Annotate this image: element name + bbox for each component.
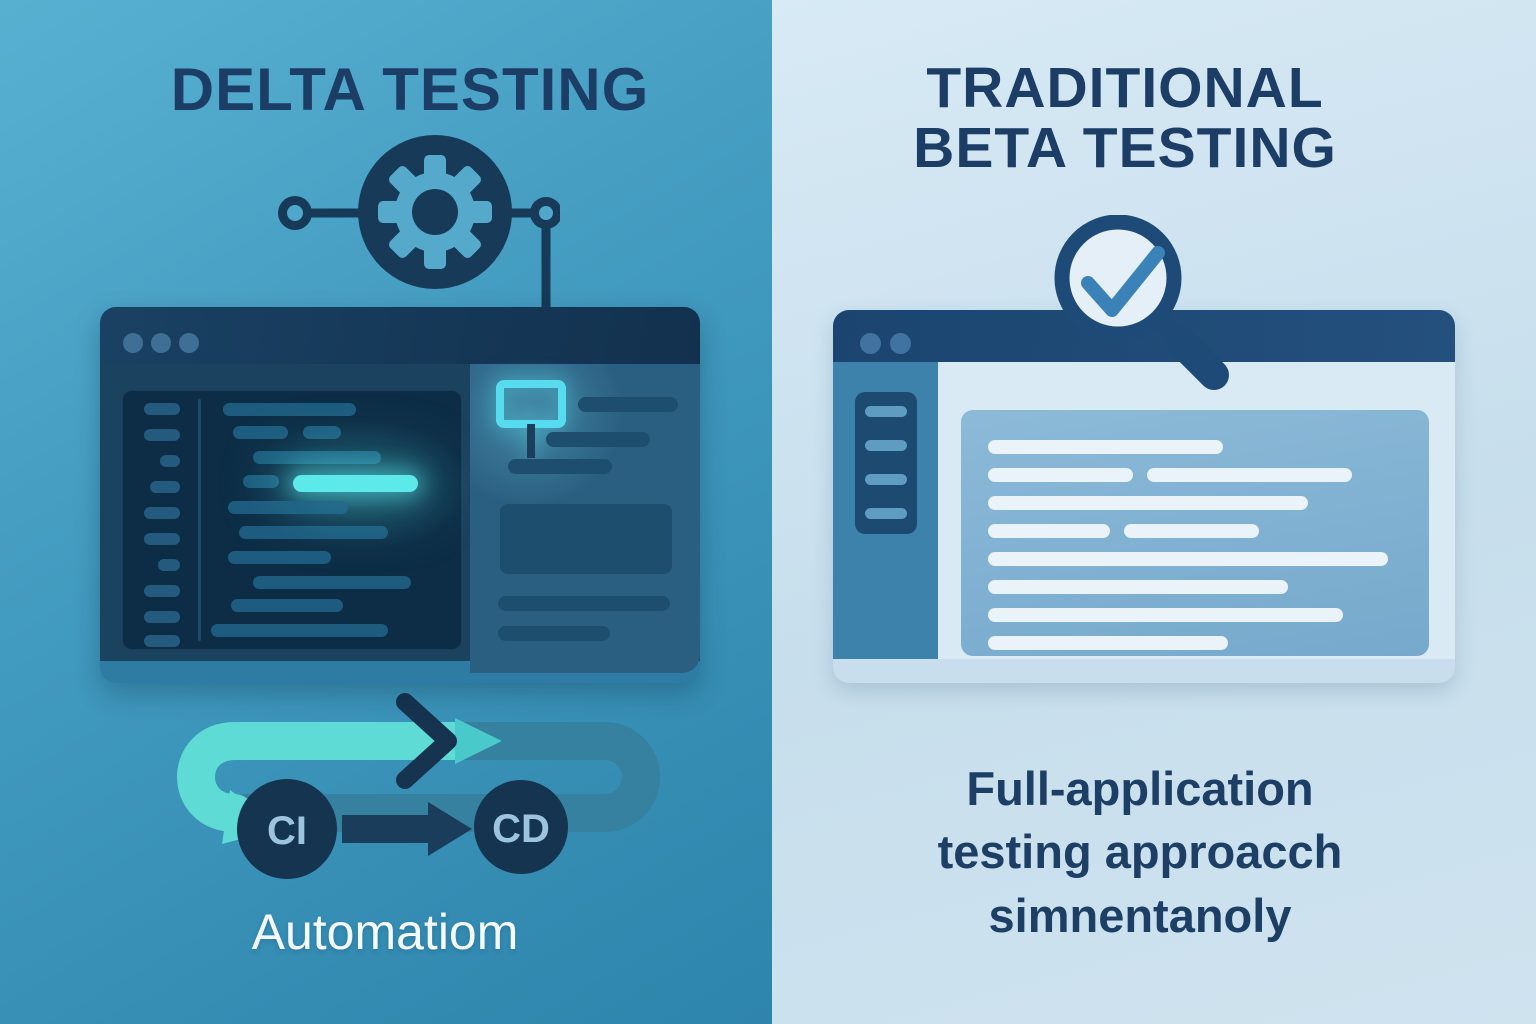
skeleton-bar xyxy=(303,426,341,439)
magnifier-lens xyxy=(1054,215,1182,342)
skeleton-bar xyxy=(508,459,612,474)
cicd-loop-icon: CI CD xyxy=(177,693,660,879)
skeleton-bar xyxy=(144,585,180,597)
flag-beacon-icon xyxy=(496,380,566,458)
loop-teal-track xyxy=(177,722,474,832)
skeleton-bar xyxy=(150,481,180,493)
delta-testing-panel: DELTA TESTING xyxy=(0,0,772,1024)
window-control-dot xyxy=(890,333,911,354)
skeleton-bar xyxy=(233,426,288,439)
skeleton-bar xyxy=(988,468,1133,482)
skeleton-bar xyxy=(988,524,1110,538)
skeleton-bar xyxy=(144,635,180,647)
ci-cd-arrow-shaft xyxy=(342,815,428,843)
loop-mid-arrowhead xyxy=(455,718,502,764)
cd-node xyxy=(474,780,568,874)
window-control-dot xyxy=(860,333,881,354)
skeleton-bar xyxy=(1147,468,1352,482)
browser-window xyxy=(833,310,1455,683)
skeleton-bar xyxy=(293,475,418,492)
caption-line-2: testing approacch xyxy=(937,825,1343,879)
skeleton-bar xyxy=(988,608,1343,622)
window-control-dot xyxy=(151,333,171,353)
ci-cd-arrowhead xyxy=(428,802,472,856)
skeleton-bar xyxy=(160,455,180,467)
skeleton-bar xyxy=(239,526,388,539)
skeleton-bar xyxy=(988,636,1228,650)
magnifier-check-icon xyxy=(1054,215,1229,390)
loop-muted-track xyxy=(219,722,660,832)
editor-body xyxy=(100,364,700,673)
ci-label: CI xyxy=(267,809,307,853)
skeleton-bar xyxy=(865,440,907,451)
title-line-1: TRADITIONAL xyxy=(926,56,1324,120)
browser-body xyxy=(833,362,1455,659)
skeleton-bar xyxy=(144,429,180,441)
skeleton-bar xyxy=(865,508,907,519)
window-control-dot xyxy=(123,333,143,353)
gear-icon xyxy=(278,135,560,312)
skeleton-bar xyxy=(243,475,279,488)
skeleton-bar xyxy=(228,551,331,564)
window-control-dot xyxy=(179,333,199,353)
title-line-2: BETA TESTING xyxy=(913,116,1337,181)
caption-line-1: Full-application xyxy=(966,762,1314,815)
skeleton-bar xyxy=(988,580,1288,594)
ci-node xyxy=(237,779,337,879)
browser-sidebar xyxy=(833,362,938,659)
delta-testing-title: DELTA TESTING xyxy=(170,56,650,123)
skeleton-bar xyxy=(228,501,348,514)
skeleton-bar xyxy=(144,507,180,519)
skeleton-bar xyxy=(253,451,381,464)
skeleton-bar xyxy=(865,474,907,485)
caption-line-3: simnentanoly xyxy=(988,888,1292,942)
skeleton-bar xyxy=(988,440,1223,454)
skeleton-bar xyxy=(231,599,343,612)
skeleton-bar xyxy=(578,397,678,412)
cd-label: CD xyxy=(492,807,550,851)
editor-titlebar xyxy=(100,307,700,364)
beta-testing-caption: Full-application testing approacch simne… xyxy=(810,757,1470,947)
inspector-panel xyxy=(470,364,700,673)
magnifier-grip xyxy=(1165,326,1229,390)
skeleton-bar xyxy=(144,533,180,545)
checkmark-icon xyxy=(1081,246,1165,317)
skeleton-bar xyxy=(211,624,388,637)
skeleton-bar xyxy=(1124,524,1259,538)
code-editor-window xyxy=(100,307,700,683)
skeleton-bar xyxy=(498,626,610,641)
skeleton-bar xyxy=(865,406,907,417)
skeleton-bar xyxy=(144,611,180,623)
traditional-beta-testing-title: TRADITIONAL BETA TESTING xyxy=(760,58,1490,179)
code-panel xyxy=(122,390,473,650)
skeleton-bar xyxy=(498,596,670,611)
skeleton-bar xyxy=(223,403,356,416)
automation-caption: Automatiom xyxy=(251,904,519,960)
sidebar-nav-card xyxy=(855,392,917,534)
skeleton-bar xyxy=(988,552,1388,566)
chevron-arrow-icon xyxy=(396,693,457,789)
skeleton-bar xyxy=(500,504,672,574)
skeleton-bar xyxy=(158,559,180,571)
document-panel xyxy=(961,410,1429,656)
skeleton-bar xyxy=(144,403,180,415)
skeleton-bar xyxy=(988,496,1308,510)
gear-hub xyxy=(412,189,458,235)
skeleton-bar xyxy=(253,576,411,589)
skeleton-bar xyxy=(546,432,650,447)
gutter-divider xyxy=(198,399,201,641)
